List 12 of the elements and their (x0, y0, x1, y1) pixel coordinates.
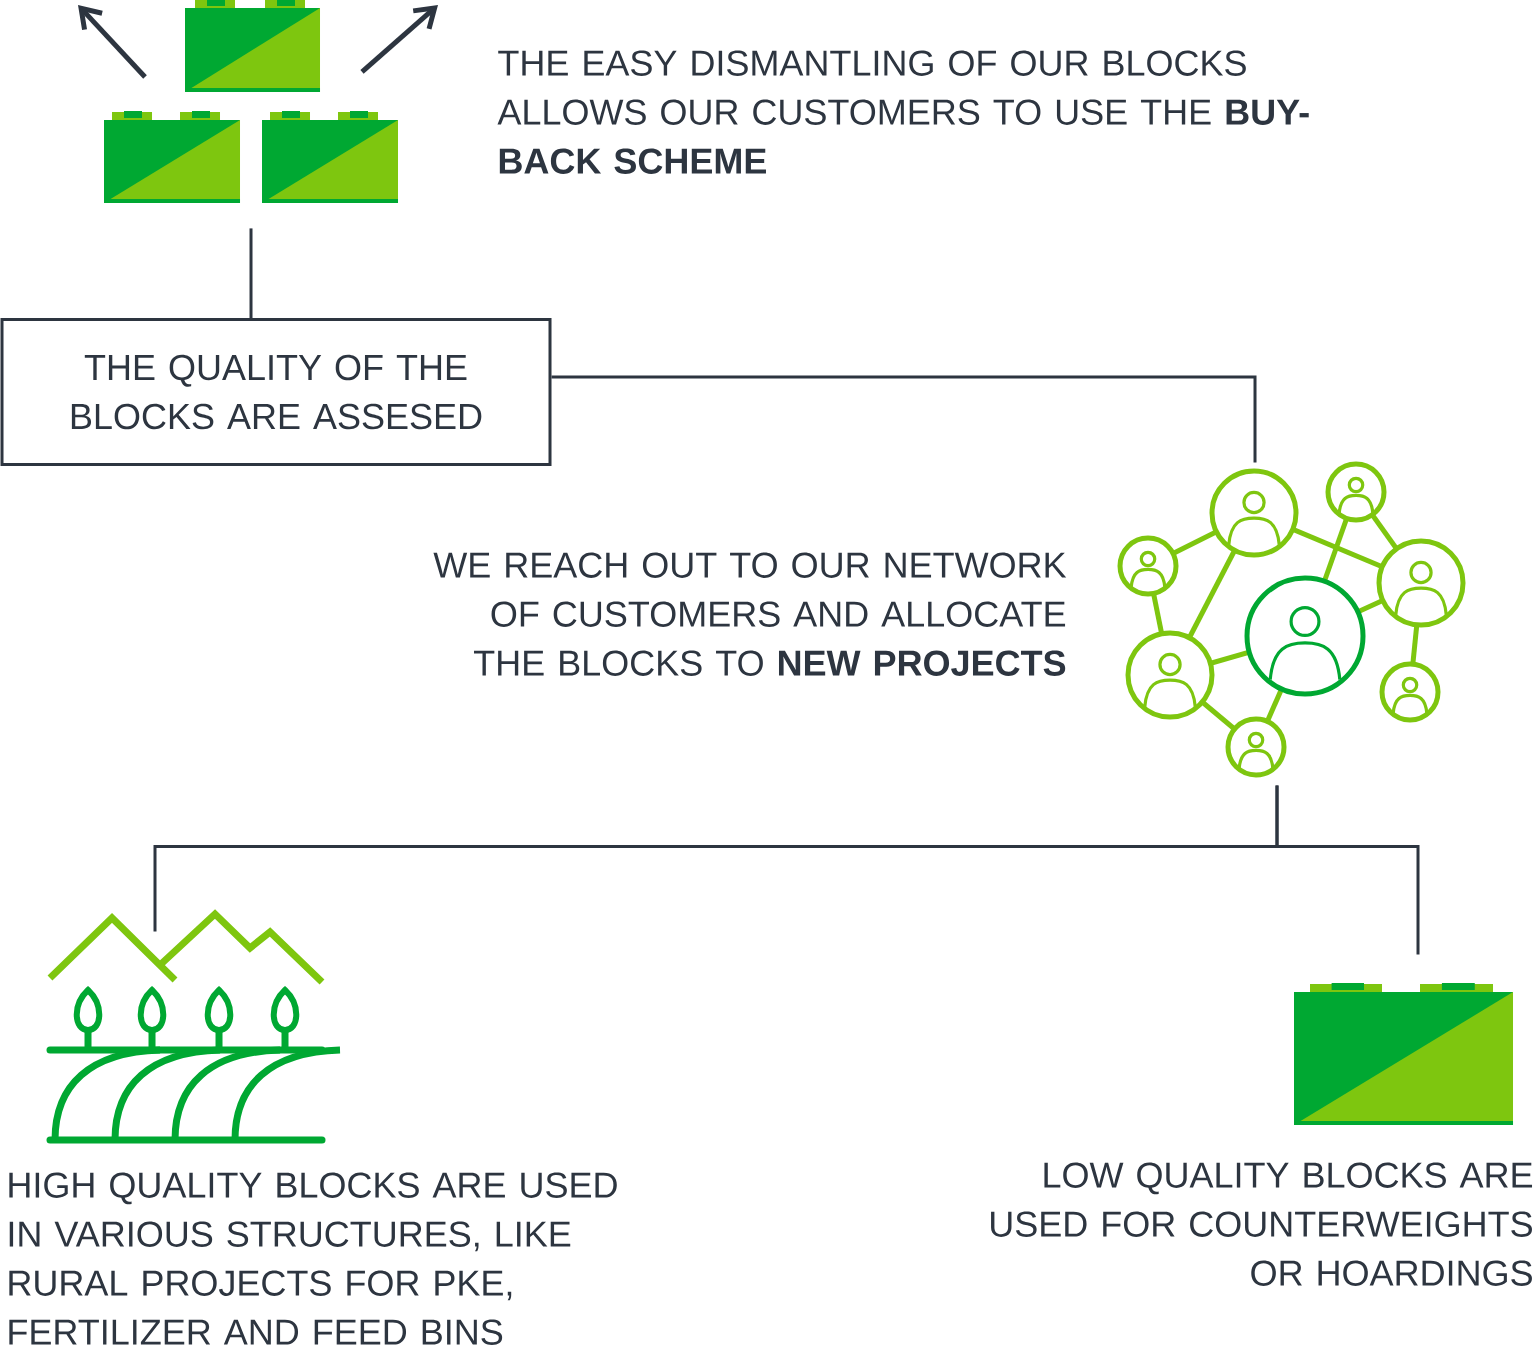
description-text: HIGH QUALITY BLOCKS ARE USED IN VARIOUS STRUCTURES, LIKE RURAL PROJECTS FOR PKE, FERTILIZER AND FEED BINS (9, 1172, 617, 1345)
block-drawing (1294, 983, 1513, 1125)
farm-drawing (46, 909, 341, 1144)
description-text: LOW QUALITY BLOCKS ARE USED FOR COUNTERWEIGHTS OR HOARDINGS (991, 1162, 1532, 1286)
connector-line (551, 375, 1257, 463)
connector-line (1275, 785, 1420, 955)
blocks-drawing (78, 0, 438, 203)
network-drawing (1117, 461, 1466, 778)
description-text: THE EASY DISMANTLING OF OUR BLOCKS ALLOWS OUR CUSTOMERS TO USE THE BUY-BACK SCHEME (497, 50, 1309, 174)
description-text: WE REACH OUT TO OUR NETWORK OF CUSTOMERS AND ALLOCATE THE BLOCKS TO NEW PROJECTS (433, 552, 1067, 676)
connector-line (249, 228, 253, 318)
process-box: THE QUALITY OF THE BLOCKS ARE ASSESED (0, 318, 552, 466)
